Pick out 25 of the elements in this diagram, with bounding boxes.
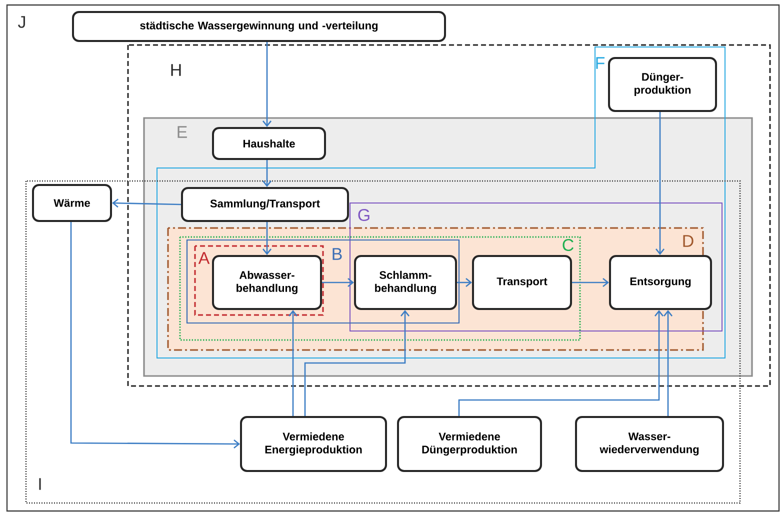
arrow — [262, 160, 272, 187]
process-box: Vermiedene Energieproduktion — [240, 416, 387, 472]
arrow — [262, 222, 272, 255]
arrow — [572, 278, 610, 287]
process-box: Vermiedene Düngerproduktion — [397, 416, 542, 472]
arrow — [458, 310, 664, 416]
process-box: Haushalte — [212, 127, 326, 160]
process-box: Transport — [472, 255, 572, 310]
process-box: städtische Wassergewinnung und -verteilung — [72, 11, 446, 42]
arrow — [262, 42, 272, 127]
arrow — [664, 310, 673, 416]
arrow — [322, 278, 354, 287]
process-box: Abwasser- behandlung — [212, 255, 322, 310]
arrow — [70, 222, 240, 448]
arrow — [457, 278, 472, 287]
arrow — [304, 310, 410, 416]
arrow — [288, 310, 298, 416]
process-box: Entsorgung — [609, 255, 712, 310]
process-box: Schlamm- behandlung — [354, 255, 457, 310]
arrow — [112, 198, 182, 208]
process-box: Wasser- wiederverwendung — [575, 416, 724, 472]
process-box: Dünger- produktion — [608, 57, 718, 112]
process-box: Sammlung/Transport — [181, 187, 349, 222]
arrow — [656, 112, 665, 255]
process-box: Wärme — [32, 184, 112, 222]
